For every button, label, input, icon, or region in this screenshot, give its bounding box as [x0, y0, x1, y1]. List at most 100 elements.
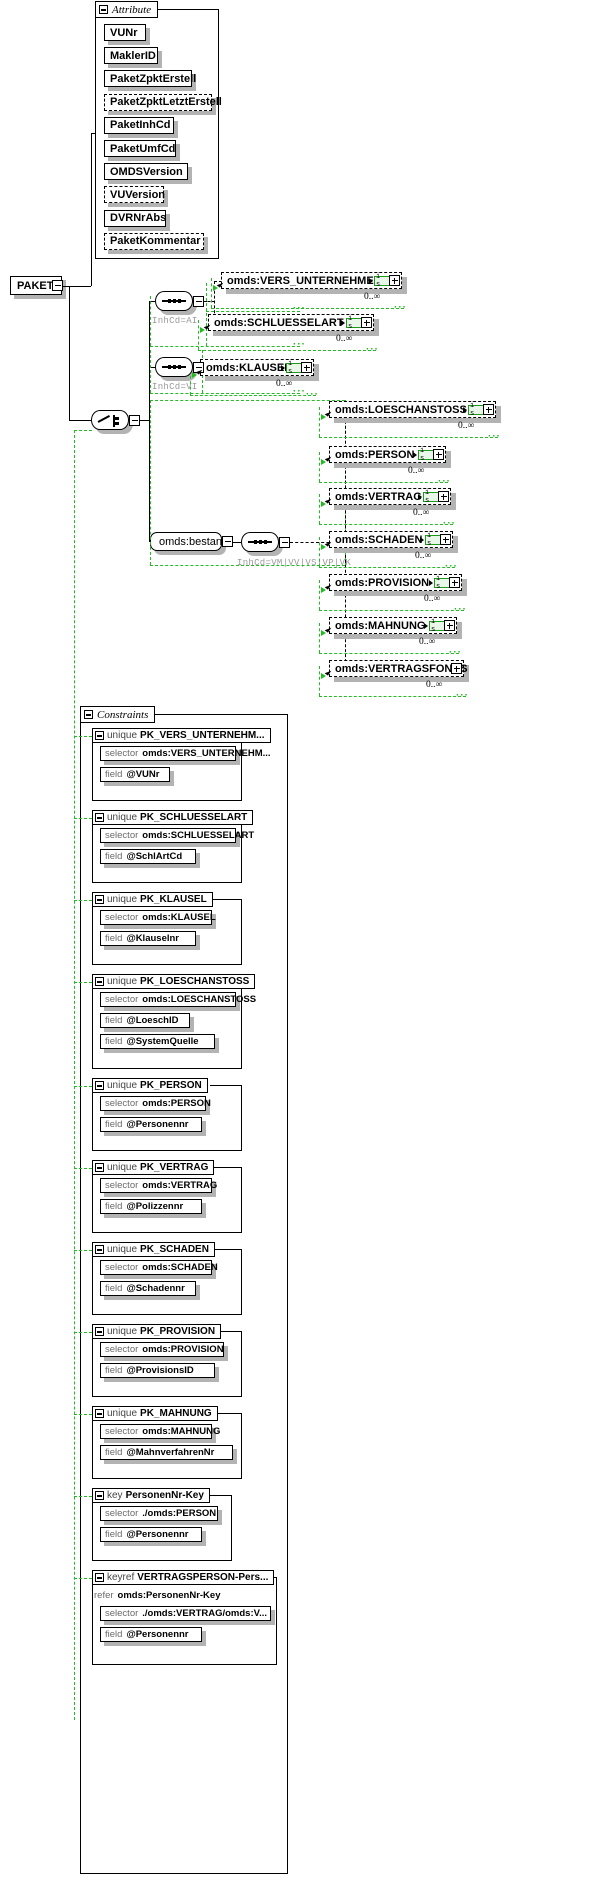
constraint-field-row[interactable]: field@SystemQuelle — [100, 1034, 215, 1049]
element-expand-button[interactable] — [361, 317, 372, 328]
constraint-field-row[interactable]: field@Personennr — [100, 1117, 203, 1132]
collapse-icon[interactable] — [95, 895, 104, 904]
constraint-field-row[interactable]: field@Polizzennr — [100, 1199, 203, 1214]
attribute-node-paketzpkterstell[interactable]: PaketZpktErstell — [104, 70, 196, 88]
element-expand-button[interactable] — [438, 491, 449, 502]
constraint-selector-row[interactable]: selector./omds:VERTRAG/omds:V... — [100, 1606, 271, 1621]
collapse-icon[interactable] — [95, 977, 104, 986]
element-expand-button[interactable] — [440, 534, 451, 545]
attribute-node-paketumfcd[interactable]: PaketUmfCd — [104, 140, 176, 157]
collapse-icon[interactable] — [95, 1573, 104, 1582]
constraints-group-tab[interactable]: Constraints — [80, 706, 156, 723]
type-badge-icon[interactable]: i s — [346, 315, 362, 331]
element-expand-button[interactable] — [444, 620, 455, 631]
collapse-icon[interactable] — [95, 1081, 104, 1090]
element-expand-button[interactable] — [451, 663, 462, 674]
seq-bestand-collapse-button[interactable] — [279, 536, 290, 548]
type-badge-icon[interactable]: i s — [286, 360, 302, 376]
attribute-node-paketzpktletzterstell[interactable]: PaketZpktLetztErstell — [104, 93, 222, 111]
constraint-frame-top — [210, 1413, 242, 1415]
collapse-icon[interactable] — [95, 1491, 104, 1500]
attribute-node-dvrnrabs[interactable]: DVRNrAbs — [104, 209, 166, 227]
element-expand-button[interactable] — [449, 577, 460, 588]
type-badge-icon[interactable]: i s — [468, 402, 484, 418]
type-badge-icon[interactable]: i s — [429, 618, 445, 634]
bestand-node[interactable]: omds:bestand — [150, 532, 228, 551]
constraint-field-row[interactable]: field@LoeschID — [100, 1013, 190, 1028]
element-node-person[interactable]: omds:PERSON — [329, 446, 446, 463]
element-node-mahnung[interactable]: omds:MAHNUNG — [329, 617, 457, 634]
paket-collapse-button[interactable] — [52, 280, 63, 291]
collapse-icon[interactable] — [95, 1327, 104, 1336]
element-node-vers_unternehmen[interactable]: omds:VERS_UNTERNEHMEN — [221, 272, 402, 289]
sequence-compositor-ai[interactable] — [155, 291, 193, 311]
element-node-klausel[interactable]: omds:KLAUSEL — [200, 359, 314, 376]
element-node-provision[interactable]: omds:PROVISION — [329, 574, 462, 591]
collapse-icon[interactable] — [95, 731, 104, 740]
constraint-field-row[interactable]: field@Schadennr — [100, 1281, 196, 1296]
collapse-icon[interactable] — [95, 1163, 104, 1172]
element-node-vertrag[interactable]: omds:VERTRAG — [329, 488, 451, 505]
collapse-icon[interactable] — [99, 5, 108, 14]
element-node-loeschanstoss[interactable]: omds:LOESCHANSTOSS — [329, 401, 496, 418]
type-badge-icon[interactable]: i s — [418, 447, 434, 463]
collapse-icon[interactable] — [95, 1409, 104, 1418]
constraint-selector-row[interactable]: selector./omds:PERSON — [100, 1506, 218, 1521]
constraint-field-row[interactable]: field@Klauselnr — [100, 931, 196, 946]
attribute-node-paketinhcd[interactable]: PaketInhCd — [104, 116, 174, 134]
sequence-compositor-bestand[interactable] — [241, 532, 279, 552]
attribute-node-maklerid[interactable]: MaklerID — [104, 47, 158, 65]
constraint-field-row[interactable]: field@Personennr — [100, 1627, 203, 1642]
attribute-node-paketkommentar[interactable]: PaketKommentar — [104, 232, 204, 250]
type-badge-icon[interactable]: i s — [425, 532, 441, 548]
collapse-icon[interactable] — [95, 1245, 104, 1254]
constraint-field-row[interactable]: field@SchlArtCd — [100, 849, 196, 864]
collapse-icon[interactable] — [84, 710, 93, 719]
type-badge-icon[interactable]: i s — [434, 575, 450, 591]
sequence-compositor-vi[interactable] — [155, 357, 193, 377]
element-node-schluesselart[interactable]: omds:SCHLUESSELART — [208, 314, 374, 331]
attribute-node-vunr[interactable]: VUNr — [104, 24, 146, 41]
attribute-node-omdsversion[interactable]: OMDSVersion — [104, 163, 188, 181]
element-node-vertragsfonds[interactable]: omds:VERTRAGSFONDS — [329, 660, 468, 677]
element-expand-button[interactable] — [301, 362, 312, 373]
choice-compositor[interactable] — [91, 410, 129, 430]
bestand-collapse-button[interactable] — [222, 536, 233, 547]
constraint-field-row[interactable]: field@ProvisionsID — [100, 1363, 215, 1378]
constraint-field-row[interactable]: field@Personennr — [100, 1527, 203, 1542]
collapse-icon[interactable] — [95, 813, 104, 822]
type-badge-icon[interactable]: i s — [374, 273, 390, 289]
attribute-node-vuversion[interactable]: VUVersion — [104, 186, 165, 204]
element-expand-button[interactable] — [433, 449, 444, 460]
choice-collapse-button[interactable] — [129, 414, 140, 426]
type-badge-icon[interactable]: i s — [423, 489, 439, 505]
seq-vi-collapse-button[interactable] — [193, 361, 204, 373]
constraint-field-row[interactable]: field@VUNr — [100, 767, 170, 782]
element-node-schaden[interactable]: omds:SCHADEN — [329, 531, 453, 548]
element-expand-button[interactable] — [389, 275, 400, 286]
constraint-field-row[interactable]: field@MahnverfahrenNr — [100, 1445, 234, 1460]
element-expand-button[interactable] — [483, 404, 494, 415]
attribute-group-tab[interactable]: Attribute — [95, 1, 159, 18]
seq-ai-collapse-button[interactable] — [193, 295, 204, 307]
